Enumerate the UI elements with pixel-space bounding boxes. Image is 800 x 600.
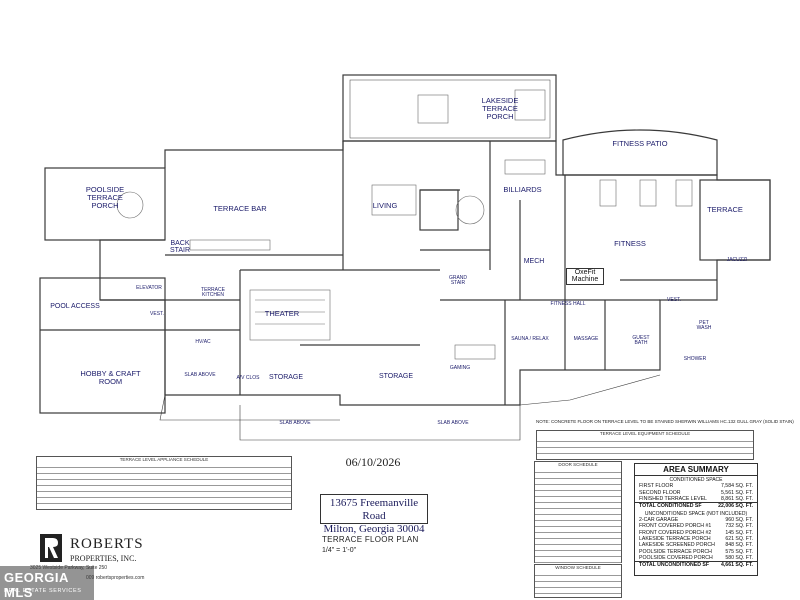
address-box: 13675 Freemanville Road Milton, Georgia …	[320, 494, 428, 535]
room-label-hvac: HV/AC	[195, 339, 211, 345]
logo-name: ROBERTS	[70, 536, 144, 552]
room-label-fitness-hall: FITNESS HALL	[550, 301, 586, 307]
room-label-poolside-porch: POOLSIDE TERRACE PORCH	[85, 185, 125, 210]
room-label-storage-2: STORAGE	[378, 373, 414, 380]
room-label-jacuzzi: JACUZZI	[726, 257, 748, 263]
room-label-billiards: BILLIARDS	[503, 185, 542, 194]
room-label-vest-left: VEST.	[150, 311, 164, 317]
door-schedule-title: DOOR SCHEDULE	[558, 462, 598, 467]
address-line2: Milton, Georgia 30004	[323, 523, 425, 535]
georgia-mls-watermark: GEORGIA MLS REAL ESTATE SERVICES	[0, 566, 94, 600]
room-label-lakeside-porch: LAKESIDE TERRACE PORCH	[481, 96, 519, 121]
door-schedule: DOOR SCHEDULE	[534, 461, 622, 563]
room-label-storage-1: STORAGE	[268, 374, 304, 381]
watermark-sub: REAL ESTATE SERVICES	[4, 588, 82, 594]
room-label-gaming: GAMING	[449, 365, 471, 371]
equipment-schedule: TERRACE LEVEL EQUIPMENT SCHEDULE	[536, 430, 754, 460]
conditioned-heading: CONDITIONED SPACE	[669, 477, 723, 483]
equipment-schedule-title: TERRACE LEVEL EQUIPMENT SCHEDULE	[599, 431, 691, 436]
plan-name: TERRACE FLOOR PLAN	[322, 535, 419, 544]
roberts-logo-icon	[40, 534, 62, 562]
room-label-guest-bath: GUEST BATH	[632, 335, 650, 347]
room-label-hobby: HOBBY & CRAFT ROOM	[80, 369, 141, 386]
room-label-fitness-patio: FITNESS PATIO	[612, 139, 668, 148]
room-label-slab-above-1: SLAB ABOVE	[184, 372, 216, 378]
room-label-terrace-kitchen: TERRACE KITCHEN	[201, 287, 225, 299]
logo-subtitle: PROPERTIES, INC.	[70, 554, 137, 563]
area-summary-table: AREA SUMMARY CONDITIONED SPACE FIRST FLO…	[634, 463, 758, 576]
room-label-av-clos: A/V CLOS	[236, 375, 260, 381]
stain-note: NOTE: CONCRETE FLOOR ON TERRACE LEVEL TO…	[536, 419, 794, 424]
room-label-mech: MECH	[523, 258, 545, 265]
window-schedule: WINDOW SCHEDULE	[534, 564, 622, 598]
room-label-back-stair: BACK STAIR	[169, 240, 191, 255]
logo-web: 009 robertsproperties.com	[86, 575, 144, 581]
plan-date: 06/10/2026	[345, 455, 401, 469]
watermark-text: GEORGIA MLS	[4, 570, 69, 600]
room-label-sauna: SAUNA / RELAX	[511, 336, 549, 342]
area-summary-title: AREA SUMMARY	[635, 464, 757, 476]
unconditioned-heading: UNCONDITIONED SPACE (NOT INCLUDED)	[644, 510, 748, 517]
room-label-vest-right: VEST.	[667, 297, 681, 303]
appliance-schedule-title: TERRACE LEVEL APPLIANCE SCHEDULE	[119, 457, 209, 462]
room-label-living: LIVING	[372, 201, 398, 210]
room-label-terrace: TERRACE	[707, 205, 743, 214]
room-label-pool-access: POOL ACCESS	[50, 303, 100, 310]
window-schedule-title: WINDOW SCHEDULE	[555, 565, 601, 570]
logo-website: robertsproperties.com	[95, 575, 145, 581]
appliance-schedule: TERRACE LEVEL APPLIANCE SCHEDULE	[36, 456, 292, 510]
plan-scale: 1/4" = 1'-0"	[322, 547, 357, 554]
room-label-grand-stair: GRAND STAIR	[448, 275, 468, 287]
room-label-oxefit: OxeFit Machine	[566, 268, 604, 285]
room-label-pet-wash: PET WASH	[696, 320, 712, 332]
room-label-theater: THEATER	[264, 309, 300, 318]
room-label-fitness: FITNESS	[614, 239, 646, 248]
room-label-terrace-bar: TERRACE BAR	[213, 204, 267, 213]
room-label-massage: MASSAGE	[573, 336, 599, 342]
room-label-slab-above-3: SLAB ABOVE	[437, 420, 469, 426]
address-line1: 13675 Freemanville Road	[329, 497, 419, 522]
room-label-shower: SHOWER	[683, 356, 707, 362]
room-label-elevator: ELEVATOR	[136, 285, 162, 291]
room-label-slab-above-2: SLAB ABOVE	[279, 420, 311, 426]
